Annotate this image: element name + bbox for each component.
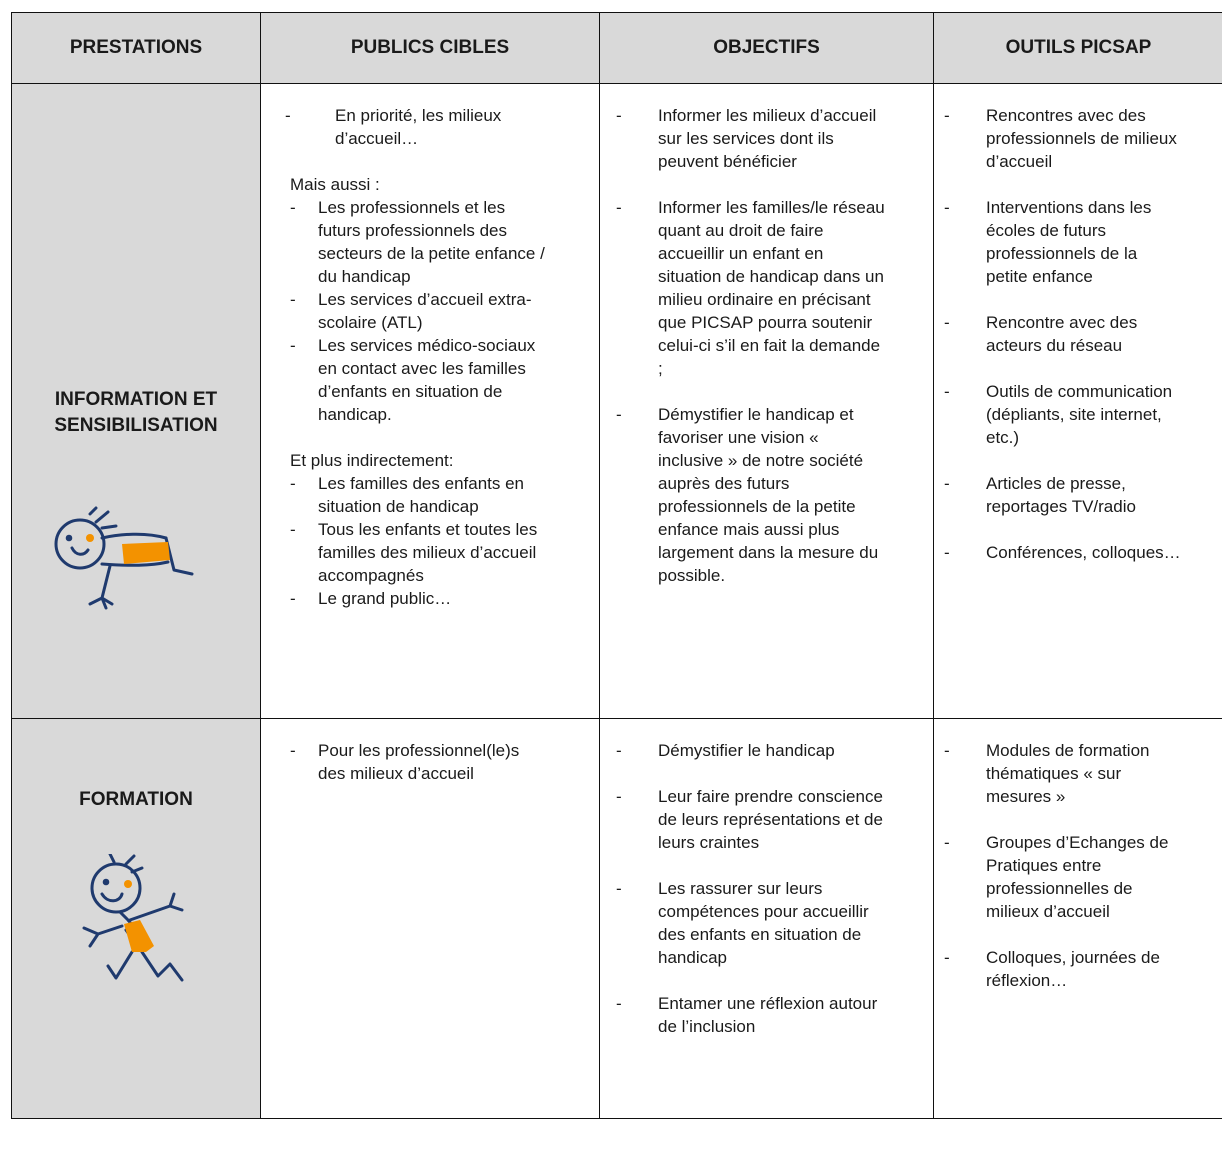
services-table: PRESTATIONS PUBLICS CIBLES OBJECTIFS OUT… [11,12,1222,1119]
header-outils: OUTILS PICSAP [933,12,1222,84]
list-item: -Les services d’accueil extra-scolaire (… [290,290,532,332]
list-item: -Tous les enfants et toutes les familles… [290,520,538,585]
list-item: -Entamer une réflexion autour de l’inclu… [616,994,878,1036]
prestation-title-line1: FORMATION [79,789,193,810]
list-item: -Colloques, journées de réflexion… [944,948,1160,990]
list-item: -Les rassurer sur leurs compétences pour… [616,879,869,967]
list-item: -Rencontres avec des professionnels de m… [944,106,1177,171]
prestation-title-line2: SENSIBILISATION [54,415,218,436]
list-item: -En priorité, les milieux d’accueil… [285,106,502,148]
prestation-information: INFORMATION ET SENSIBILISATION [11,83,261,719]
list-item: -Conférences, colloques… [944,543,1181,562]
list-item: -Modules de formation thématiques « sur … [944,741,1150,806]
jumping-child-icon [82,854,184,982]
list-item: -Outils de communication (dépliants, sit… [944,382,1173,447]
list-item: -Informer les familles/le réseau quant a… [616,198,885,378]
prestation-formation: FORMATION [11,718,261,1119]
list-item: -Leur faire prendre conscience de leurs … [616,787,883,852]
table-row: INFORMATION ET SENSIBILISATION [11,83,1222,719]
objectifs-formation: -Démystifier le handicap -Leur faire pre… [599,718,934,1119]
list-item: -Pour les professionnel(le)s des milieux… [290,741,520,783]
header-row: PRESTATIONS PUBLICS CIBLES OBJECTIFS OUT… [11,12,1222,84]
header-objectifs: OBJECTIFS [599,12,934,84]
prestation-title-line1: INFORMATION ET [54,389,218,410]
list-item: -Articles de presse, reportages TV/radio [944,474,1136,516]
list-item: -Groupes d’Echanges de Pratiques entre p… [944,833,1169,921]
list-item: -Les familles des enfants en situation d… [290,474,525,516]
list-item: -Interventions dans les écoles de futurs… [944,198,1152,286]
header-publics-cibles: PUBLICS CIBLES [260,12,600,84]
list-item: -Les services médico-sociaux en contact … [290,336,536,424]
header-prestations: PRESTATIONS [11,12,261,84]
outils-formation: -Modules de formation thématiques « sur … [933,718,1222,1119]
table-row: FORMATION -Pour [11,718,1222,1119]
list-item: -Informer les milieux d’accueil sur les … [616,106,877,171]
publics-information: -En priorité, les milieux d’accueil… Mai… [260,83,600,719]
list-item: -Rencontre avec des acteurs du réseau [944,313,1138,355]
list-item: -Démystifier le handicap [616,741,835,760]
indirect-label: Et plus indirectement: [290,451,454,470]
list-item: -Démystifier le handicap et favoriser un… [616,405,879,585]
list-item: -Le grand public… [290,589,452,608]
list-item: -Les professionnels et les futurs profes… [290,198,545,286]
publics-formation: -Pour les professionnel(le)s des milieux… [260,718,600,1119]
crawling-child-icon [54,506,194,610]
outils-information: -Rencontres avec des professionnels de m… [933,83,1222,719]
mais-aussi-label: Mais aussi : [290,175,380,194]
objectifs-information: -Informer les milieux d’accueil sur les … [599,83,934,719]
